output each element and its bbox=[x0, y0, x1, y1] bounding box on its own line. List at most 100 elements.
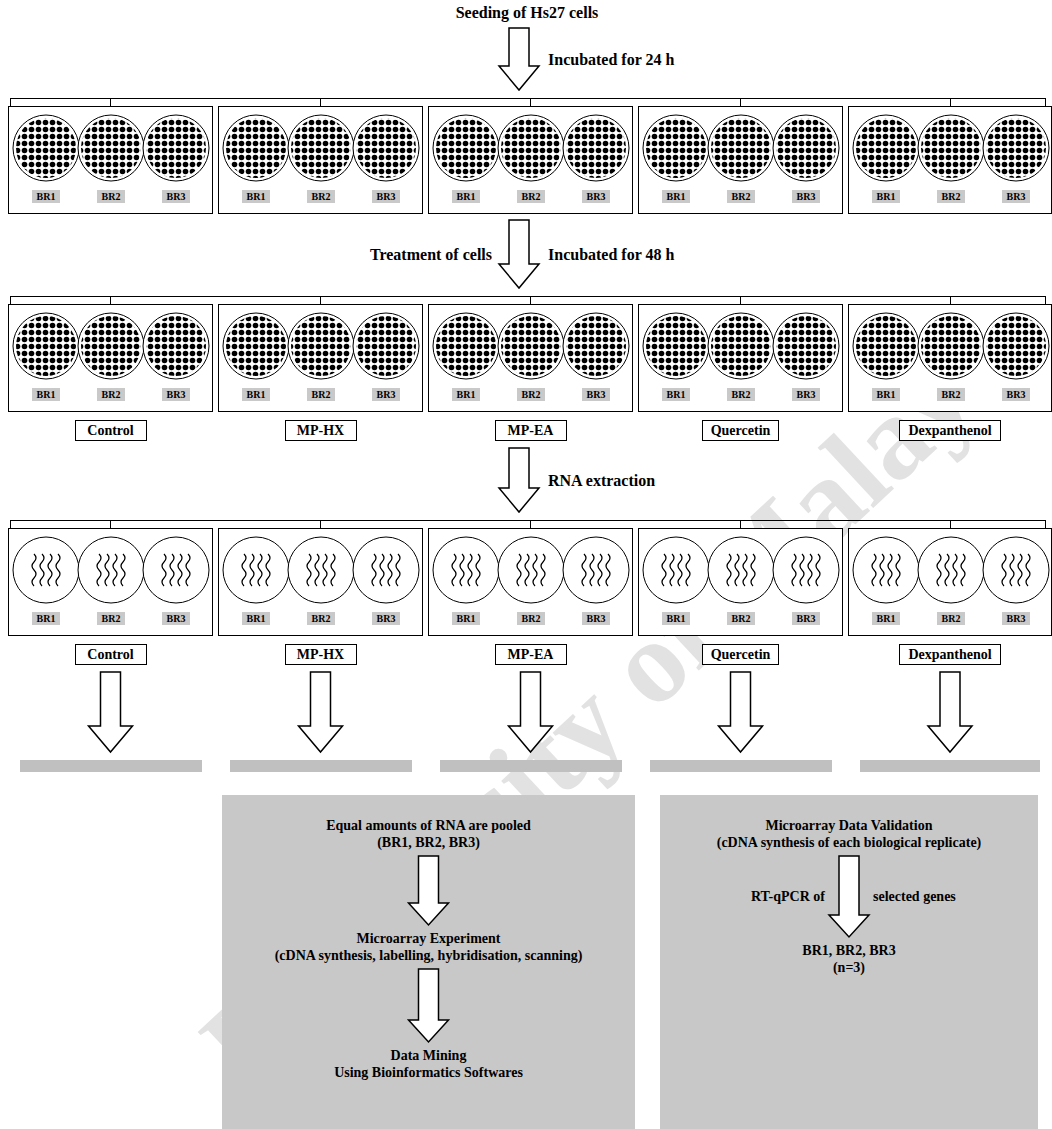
hollow-arrow bbox=[89, 672, 133, 752]
rna-strands bbox=[937, 554, 965, 586]
bracket-line bbox=[10, 520, 1046, 528]
treatment-box: MP-HX bbox=[285, 644, 357, 665]
replicate-tag: BR1 bbox=[452, 388, 481, 401]
culture-dish bbox=[433, 115, 499, 181]
replicate-tag: BR2 bbox=[727, 190, 756, 203]
step-text: Microarray Data Validation(cDNA synthesi… bbox=[713, 815, 986, 853]
replicate-tag: BR2 bbox=[937, 612, 966, 625]
culture-dish bbox=[78, 537, 144, 603]
replicate-tag: BR1 bbox=[872, 190, 901, 203]
culture-dish bbox=[223, 115, 289, 181]
replicate-tag: BR2 bbox=[97, 612, 126, 625]
replicate-tag: BR2 bbox=[937, 388, 966, 401]
replicate-tag: BR3 bbox=[162, 612, 191, 625]
culture-dish bbox=[353, 115, 419, 181]
node-text: BR1, BR2, BR3 bbox=[802, 942, 895, 959]
replicate-tag: BR1 bbox=[242, 388, 271, 401]
group-frame bbox=[219, 305, 423, 412]
group-frame bbox=[639, 305, 843, 412]
hollow-arrow bbox=[409, 969, 449, 1042]
treatment-box: MP-HX bbox=[285, 420, 357, 441]
step-label: selected genes bbox=[873, 887, 956, 906]
culture-dish bbox=[563, 115, 629, 181]
cell-dots bbox=[291, 316, 351, 376]
culture-dish bbox=[78, 115, 144, 181]
grey-bar bbox=[20, 760, 202, 772]
rna-strands bbox=[792, 554, 820, 586]
culture-dish bbox=[853, 313, 919, 379]
rna-strands bbox=[307, 554, 335, 586]
cell-dots bbox=[146, 118, 206, 178]
hollow-arrow bbox=[509, 672, 553, 752]
treatment-box: Quercetin bbox=[702, 420, 780, 441]
rna-strands bbox=[242, 554, 270, 586]
node-text: Dexpanthenol bbox=[908, 422, 991, 439]
cell-dots bbox=[226, 118, 286, 178]
cell-dots bbox=[291, 118, 351, 178]
culture-dish bbox=[643, 313, 709, 379]
culture-dish bbox=[13, 313, 79, 379]
culture-dish bbox=[288, 537, 354, 603]
cell-dots bbox=[856, 316, 916, 376]
replicate-tag: BR3 bbox=[1002, 612, 1031, 625]
culture-dish bbox=[143, 115, 209, 181]
cell-dots bbox=[501, 118, 561, 178]
culture-dish bbox=[143, 537, 209, 603]
replicate-tag: BR2 bbox=[517, 190, 546, 203]
culture-dish bbox=[773, 313, 839, 379]
treatment-box: Dexpanthenol bbox=[899, 420, 1000, 441]
cell-dots bbox=[436, 316, 496, 376]
cell-dots bbox=[146, 316, 206, 376]
culture-dish bbox=[78, 313, 144, 379]
culture-dish bbox=[773, 537, 839, 603]
culture-dish bbox=[563, 313, 629, 379]
culture-dish bbox=[708, 537, 774, 603]
replicate-tag: BR1 bbox=[242, 612, 271, 625]
replicate-tag: BR2 bbox=[97, 190, 126, 203]
replicate-tag: BR1 bbox=[32, 612, 61, 625]
node-text: Quercetin bbox=[711, 646, 771, 663]
cell-dots bbox=[356, 316, 416, 376]
replicate-tag: BR2 bbox=[307, 612, 336, 625]
culture-dish bbox=[223, 313, 289, 379]
culture-dish bbox=[983, 537, 1049, 603]
culture-dish bbox=[708, 313, 774, 379]
culture-dish bbox=[288, 313, 354, 379]
replicate-tag: BR3 bbox=[372, 612, 401, 625]
replicate-tag: BR3 bbox=[792, 612, 821, 625]
node-text: MP-EA bbox=[504, 646, 558, 663]
culture-dish bbox=[353, 537, 419, 603]
replicate-tag: BR3 bbox=[372, 190, 401, 203]
cell-dots bbox=[16, 118, 76, 178]
cell-dots bbox=[986, 316, 1046, 376]
node-text: Control bbox=[84, 646, 138, 663]
cell-dots bbox=[566, 118, 626, 178]
node-text: Microarray Experiment bbox=[275, 930, 583, 947]
treatment-box: MP-EA bbox=[495, 420, 567, 441]
culture-dish bbox=[353, 313, 419, 379]
grey-bar bbox=[440, 760, 622, 772]
grey-bar bbox=[650, 760, 832, 772]
step-text: Equal amounts of RNA are pooled(BR1, BR2… bbox=[322, 815, 535, 853]
rna-strands bbox=[872, 554, 900, 586]
grey-panel bbox=[660, 795, 1038, 1129]
rna-strands bbox=[97, 554, 125, 586]
group-frame bbox=[429, 529, 633, 636]
replicate-tag: BR1 bbox=[242, 190, 271, 203]
replicate-tag: BR3 bbox=[1002, 190, 1031, 203]
grey-bar bbox=[230, 760, 412, 772]
replicate-tag: BR2 bbox=[517, 388, 546, 401]
group-frame bbox=[639, 529, 843, 636]
cell-dots bbox=[501, 316, 561, 376]
replicate-tag: BR1 bbox=[452, 190, 481, 203]
step-label: Treatment of cells bbox=[370, 245, 492, 264]
node-text: Using Bioinformatics Softwares bbox=[334, 1064, 523, 1081]
rna-strands bbox=[582, 554, 610, 586]
group-frame bbox=[429, 107, 633, 214]
replicate-tag: BR3 bbox=[162, 190, 191, 203]
group-frame bbox=[849, 107, 1052, 214]
step-text: Microarray Experiment(cDNA synthesis, la… bbox=[271, 928, 587, 966]
cell-dots bbox=[646, 118, 706, 178]
culture-dish bbox=[643, 115, 709, 181]
replicate-tag: BR1 bbox=[662, 388, 691, 401]
